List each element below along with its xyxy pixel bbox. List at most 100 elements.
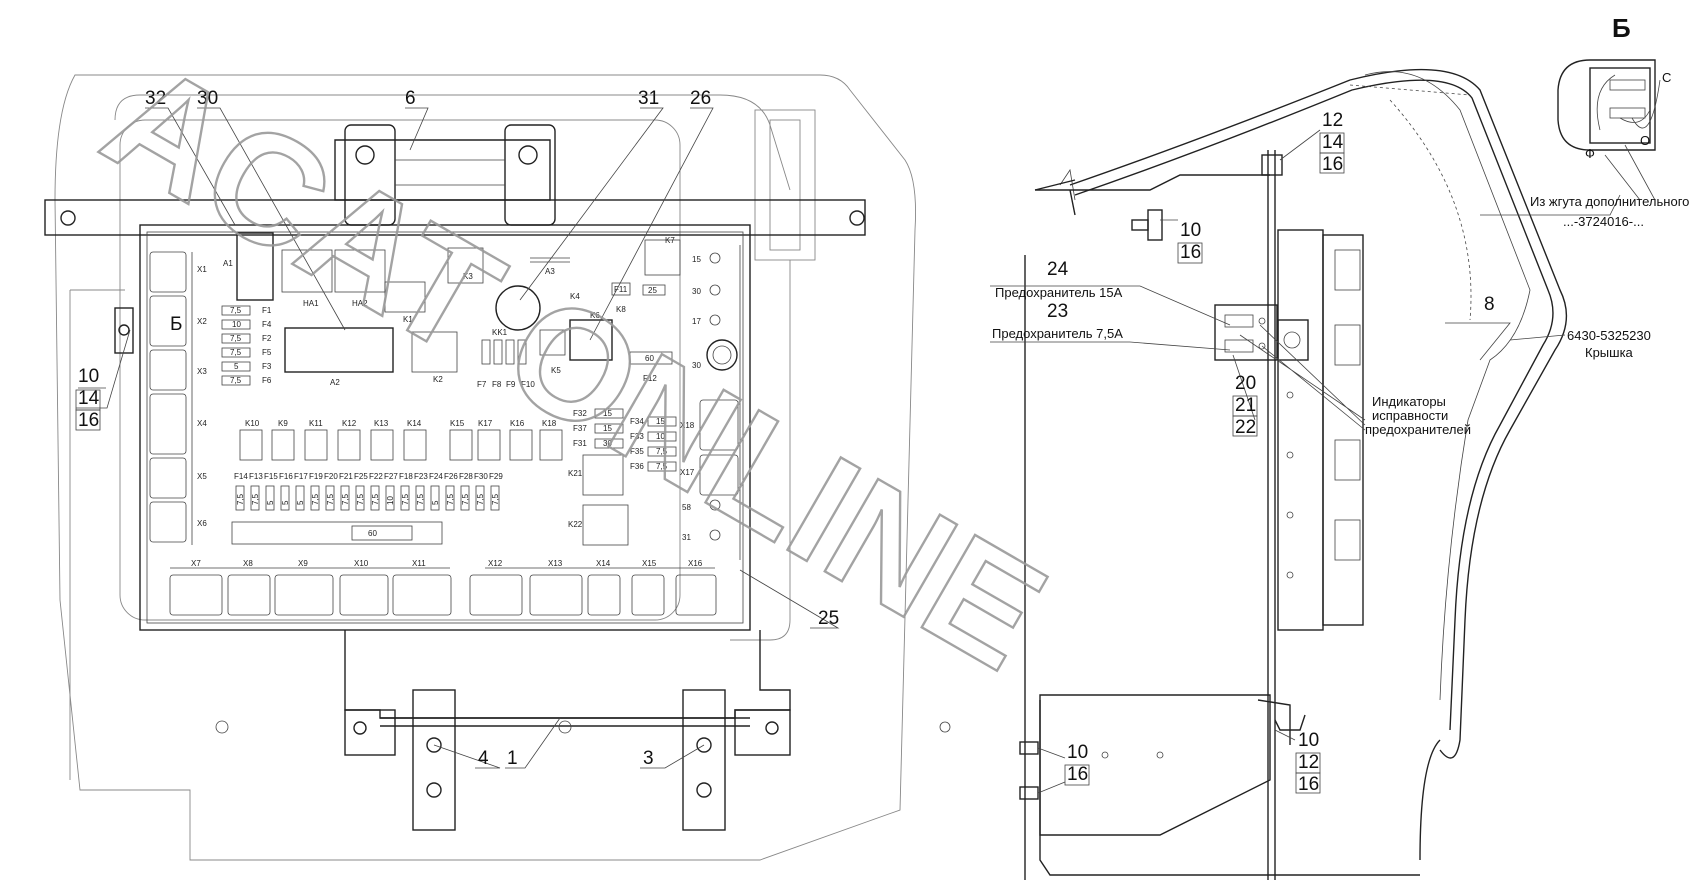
svg-text:K14: K14 [407, 419, 422, 428]
view-b-o-label: О [1640, 133, 1650, 148]
svg-text:F3: F3 [262, 362, 272, 371]
fuse-body [475, 485, 485, 511]
svg-text:K13: K13 [374, 419, 389, 428]
svg-text:F12: F12 [643, 374, 657, 383]
svg-text:25: 25 [648, 286, 657, 295]
callout-32: 32 [145, 88, 166, 109]
svg-text:30: 30 [692, 287, 701, 296]
svg-text:7,5: 7,5 [230, 376, 242, 385]
left-clamp [114, 307, 134, 354]
view-b-c-label: С [1662, 70, 1671, 85]
svg-text:F31: F31 [573, 439, 587, 448]
svg-text:7,5: 7,5 [656, 462, 668, 471]
fuse-body [355, 485, 365, 511]
svg-text:F36: F36 [630, 462, 644, 471]
svg-text:K16: K16 [510, 419, 525, 428]
svg-text:X14: X14 [596, 559, 611, 568]
callout-10-bottom-left: 10 [1067, 742, 1088, 763]
left-fuses: 7,5 10 7,5 7,5 5 7,5 F1 F4 F2 F5 F3 F6 [221, 305, 272, 386]
callout-22: 22 [1235, 417, 1256, 438]
callout-6: 6 [405, 88, 416, 109]
svg-text:F7: F7 [477, 380, 487, 389]
svg-text:30: 30 [692, 361, 701, 370]
callout-12-top: 12 [1322, 110, 1343, 131]
svg-text:7,5: 7,5 [656, 447, 668, 456]
fuse-body [490, 485, 500, 511]
fuse-body [370, 485, 380, 511]
fuse-value: 5 [266, 500, 275, 505]
svg-text:K9: K9 [278, 419, 288, 428]
callout-1: 1 [507, 748, 518, 769]
fuse-value: 7,5 [461, 493, 470, 505]
fuse-label: F27 [384, 472, 398, 481]
fuse-value: 7,5 [311, 493, 320, 505]
svg-text:7,5: 7,5 [230, 334, 242, 343]
fuse-value: 7,5 [416, 493, 425, 505]
fuse-label: F25 [354, 472, 368, 481]
callout-16-bottom-left: 16 [1067, 764, 1088, 785]
harness-label-2: ...-3724016-... [1563, 214, 1644, 229]
svg-text:F10: F10 [521, 380, 535, 389]
mid-fuses: F7 F8 F9 F10 [477, 339, 535, 389]
cover-code: 6430-5325230 [1567, 328, 1651, 343]
callout-10-left: 10 [78, 366, 99, 387]
relay-row: K10 K9 K11 K12 K13 K14 K15 K17 K16 K18 [239, 419, 563, 461]
fuse-15a-label: Предохранитель 15А [995, 285, 1123, 300]
svg-text:X7: X7 [191, 559, 201, 568]
callout-14-top: 14 [1322, 132, 1344, 153]
svg-text:F8: F8 [492, 380, 502, 389]
x3-label: X3 [197, 367, 207, 376]
svg-text:10: 10 [656, 432, 665, 441]
fuse-value: 7,5 [371, 493, 380, 505]
x2-label: X2 [197, 317, 207, 326]
svg-text:X16: X16 [688, 559, 703, 568]
svg-text:K7: K7 [665, 236, 675, 245]
svg-text:K1: K1 [403, 315, 413, 324]
svg-text:F4: F4 [262, 320, 272, 329]
right-callouts: 12 14 16 10 16 24 Предохранитель 15А 23 … [990, 110, 1651, 795]
bottom-connectors [169, 567, 717, 616]
callout-10-bottom-right: 10 [1298, 730, 1319, 751]
svg-text:15: 15 [603, 424, 612, 433]
svg-text:K8: K8 [616, 305, 626, 314]
fuse-body [460, 485, 470, 511]
svg-text:K18: K18 [542, 419, 557, 428]
left-callouts: 32 30 6 31 26 25 4 1 3 10 14 16 [75, 88, 840, 769]
svg-text:F5: F5 [262, 348, 272, 357]
indicators-label-3: предохранителей [1365, 422, 1471, 437]
callout-16-mid: 16 [1180, 242, 1201, 263]
indicators-label-1: Индикаторы [1372, 394, 1446, 409]
callout-12-bottom-right: 12 [1298, 752, 1319, 773]
svg-text:K11: K11 [309, 419, 323, 428]
svg-text:10: 10 [232, 320, 241, 329]
fuse-label: F28 [459, 472, 473, 481]
callout-23: 23 [1047, 301, 1068, 322]
a1-label: A1 [223, 259, 233, 268]
svg-text:X8: X8 [243, 559, 253, 568]
ha1-label: HA1 [303, 299, 319, 308]
fuse-label: F21 [339, 472, 353, 481]
svg-text:K22: K22 [568, 520, 583, 529]
fuse-body [265, 485, 275, 511]
fuse-label: F24 [429, 472, 443, 481]
fuse-value: 7,5 [251, 493, 260, 505]
lower-bracket [215, 630, 951, 831]
svg-text:15: 15 [692, 255, 701, 264]
callout-14-left: 14 [78, 388, 100, 409]
callout-3: 3 [643, 748, 654, 769]
svg-text:7,5: 7,5 [230, 306, 242, 315]
svg-text:K5: K5 [551, 366, 561, 375]
callout-16-top: 16 [1322, 154, 1343, 175]
power-terminals: 15 30 17 30 58 31 [682, 245, 741, 560]
fuse-body [250, 485, 260, 511]
svg-text:60: 60 [645, 354, 654, 363]
view-b-f-label: Ф [1585, 146, 1595, 161]
fuse-label: F18 [399, 472, 413, 481]
fuse-label: F13 [249, 472, 263, 481]
detail-view-b: Б С О Ф Из жгута дополнительного ...-372… [1530, 13, 1689, 229]
fuse-value: 7,5 [341, 493, 350, 505]
svg-text:K6: K6 [590, 311, 600, 320]
harness-label-1: Из жгута дополнительного [1530, 194, 1689, 209]
svg-text:F2: F2 [262, 334, 272, 343]
